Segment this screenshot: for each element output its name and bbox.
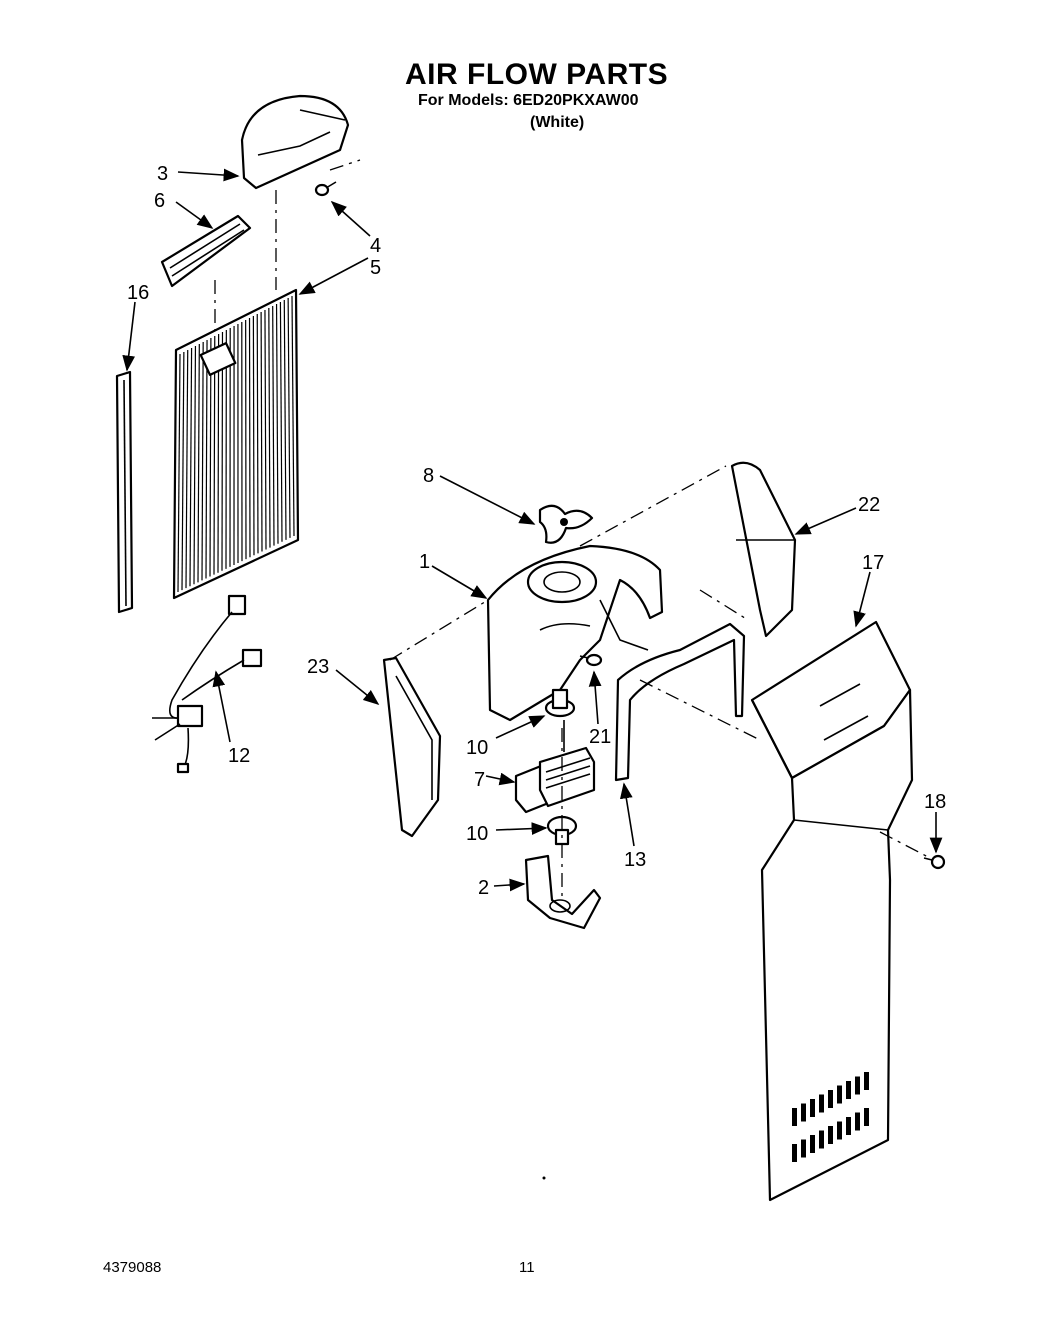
callout-17: 17 (862, 552, 884, 574)
callout-18: 18 (924, 791, 946, 813)
part-17-air-duct (750, 620, 914, 1202)
grille-rib (197, 343, 200, 583)
grille-rib (283, 299, 287, 540)
vent-slot (810, 1099, 815, 1117)
callout-1: 1 (419, 551, 430, 573)
grille-rib (177, 353, 181, 593)
vent-slot (846, 1081, 851, 1099)
part-22-deflector (730, 461, 797, 638)
part-8-fan-blade (538, 504, 594, 544)
grille-rib (268, 307, 271, 548)
grille-rib (256, 313, 259, 554)
part-5-evaporator-cover (172, 288, 300, 600)
vent-slot (819, 1130, 824, 1149)
grille-rib (272, 305, 275, 546)
color-line: (White) (530, 114, 585, 131)
part-1-fan-shroud (486, 544, 664, 722)
vent-slot (819, 1094, 824, 1113)
speck (542, 1176, 546, 1180)
grille-rib (279, 301, 283, 542)
part-21-screw (579, 653, 603, 667)
grille-rib (252, 315, 255, 556)
callout-13: 13 (624, 849, 646, 871)
vent-slot (837, 1085, 842, 1104)
part-3-duct-cover (240, 94, 350, 190)
part-23-deflector (382, 656, 442, 838)
grille-rib (291, 295, 295, 537)
vent-slot (801, 1103, 806, 1122)
vent-slot (846, 1117, 851, 1135)
part-13-frame (614, 622, 746, 782)
part-10-grommet-upper (544, 688, 576, 718)
vent-slot (828, 1126, 833, 1144)
part-7-fan-motor (514, 720, 596, 814)
grille-rib (189, 347, 193, 587)
grille-rib (205, 339, 208, 579)
grille-rib (201, 341, 204, 581)
part-6-louver (160, 214, 252, 288)
grille-rib (185, 349, 189, 589)
callout-6: 6 (154, 190, 165, 212)
callout-7: 7 (474, 769, 485, 791)
grille-rib (287, 297, 291, 538)
vent-slot (792, 1144, 797, 1162)
grille-rib (181, 351, 185, 591)
document-number: 4379088 (103, 1259, 162, 1276)
vent-slot (855, 1112, 860, 1131)
part-2-bracket (524, 854, 602, 930)
vent-slot (864, 1072, 869, 1090)
callout-5: 5 (370, 257, 381, 279)
callout-16: 16 (127, 282, 149, 304)
callout-2: 2 (478, 877, 489, 899)
callout-4: 4 (370, 235, 381, 257)
callout-3: 3 (157, 163, 168, 185)
callout-10-upper: 10 (466, 737, 488, 759)
page-number: 11 (519, 1259, 535, 1276)
part-18-screw (923, 854, 946, 870)
vent-slot (864, 1108, 869, 1126)
grille-rib (264, 309, 267, 550)
page-title: AIR FLOW PARTS (405, 58, 669, 91)
callout-10-lower: 10 (466, 823, 488, 845)
callout-labels: 3 6 4 5 16 12 8 1 22 17 23 21 10 7 10 2 … (127, 163, 946, 899)
callout-22: 22 (858, 494, 880, 516)
grille-rib (275, 303, 279, 544)
part-12-wire-harness (152, 594, 263, 774)
grille-rib (217, 333, 220, 573)
vent-slot (828, 1090, 833, 1108)
grille-rib (213, 335, 216, 575)
vent-slot (855, 1076, 860, 1095)
grille-rib (209, 337, 212, 577)
vent-slot (837, 1121, 842, 1140)
callout-23: 23 (307, 656, 329, 678)
callout-8: 8 (423, 465, 434, 487)
models-line: For Models: 6ED20PKXAW00 (418, 92, 639, 109)
vent-slot (810, 1135, 815, 1153)
callout-12: 12 (228, 745, 250, 767)
vent-slot (801, 1139, 806, 1158)
callout-leaders (122, 168, 943, 892)
grille-rib (260, 311, 263, 552)
vent-slot (792, 1108, 797, 1126)
callout-21: 21 (589, 726, 611, 748)
grille-rib (193, 345, 197, 585)
part-16-seal (115, 370, 134, 614)
part-4-screw (314, 181, 337, 197)
